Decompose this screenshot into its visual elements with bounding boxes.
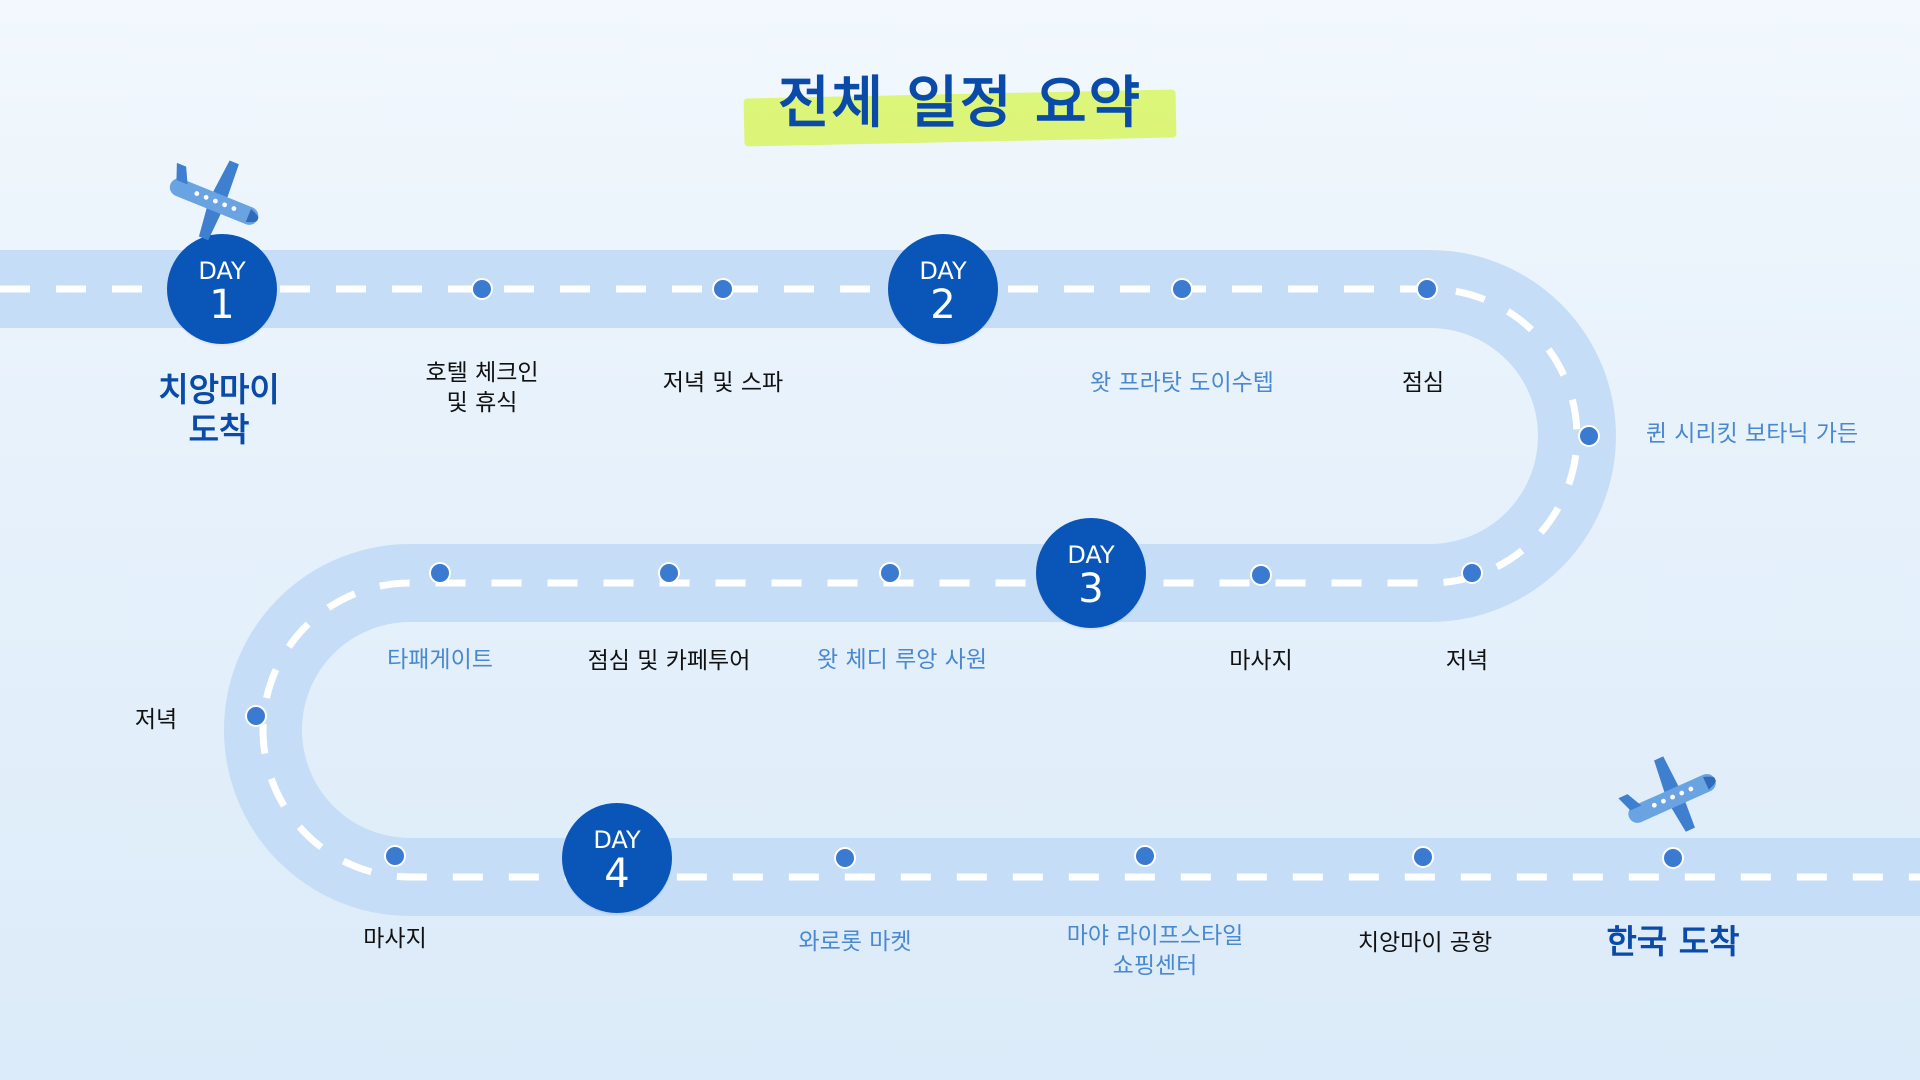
stop-dot <box>429 562 451 584</box>
stop-dot <box>1412 846 1434 868</box>
label-end: 한국 도착 <box>1606 922 1740 961</box>
day-1-badge: DAY 1 <box>167 234 277 344</box>
stop-dot <box>712 278 734 300</box>
stop-dot <box>834 847 856 869</box>
label-hotel: 호텔 체크인 및 휴식 <box>425 358 538 418</box>
stop-dot <box>658 562 680 584</box>
label-start-line2: 도착 <box>188 410 250 449</box>
road <box>0 250 1920 916</box>
day-badge-number: 2 <box>930 282 956 328</box>
stop-dot <box>1461 562 1483 584</box>
day-badge-number: 3 <box>1078 566 1104 612</box>
stop-dot <box>245 705 267 727</box>
label-hotel-line2: 및 휴식 <box>446 390 518 416</box>
stop-dots <box>245 278 1684 869</box>
label-massage-2: 마사지 <box>363 926 427 952</box>
label-tha-phae: 타패게이트 <box>387 647 493 673</box>
label-massage-1: 마사지 <box>1229 648 1293 674</box>
day-4-badge: DAY 4 <box>562 803 672 913</box>
label-queen-garden: 퀸 시리킷 보타닉 가든 <box>1645 421 1859 447</box>
stop-dot <box>879 562 901 584</box>
stop-dot <box>1578 425 1600 447</box>
label-maya: 마야 라이프스타일 쇼핑센터 <box>1067 921 1244 981</box>
stop-dot <box>471 278 493 300</box>
day-badge-number: 1 <box>209 282 235 328</box>
label-maya-line1: 마야 라이프스타일 <box>1066 923 1244 949</box>
day-badge-label: DAY <box>593 826 641 854</box>
label-dinner-2: 저녁 <box>134 707 178 733</box>
label-start: 치앙마이 도착 <box>158 370 279 450</box>
page-title: 전체 일정 요약 <box>777 71 1143 136</box>
stop-dot <box>384 845 406 867</box>
airplane-icon <box>1618 756 1716 832</box>
label-wat-phra-that: 왓 프라탓 도이수텝 <box>1090 370 1274 396</box>
label-dinner-spa: 저녁 및 스파 <box>662 370 784 396</box>
label-lunch-cafe: 점심 및 카페투어 <box>587 648 751 674</box>
airplane-icon <box>169 160 259 241</box>
day-2-badge: DAY 2 <box>888 234 998 344</box>
label-start-line1: 치앙마이 <box>158 370 280 409</box>
label-wat-chedi: 왓 체디 루앙 사원 <box>816 647 988 673</box>
label-airport: 치앙마이 공항 <box>1357 930 1493 956</box>
day-badge-label: DAY <box>1067 541 1115 569</box>
stop-dot <box>1416 278 1438 300</box>
stop-dot <box>1662 847 1684 869</box>
title-block: 전체 일정 요약 <box>740 48 1180 148</box>
stop-dot <box>1171 278 1193 300</box>
stop-dot <box>1134 845 1156 867</box>
label-lunch-1: 점심 <box>1401 370 1445 396</box>
day-3-badge: DAY 3 <box>1036 518 1146 628</box>
label-maya-line2: 쇼핑센터 <box>1112 953 1198 979</box>
day-badge-number: 4 <box>604 851 630 897</box>
road-center-dashes <box>0 285 1920 881</box>
label-dinner-1: 저녁 <box>1445 648 1489 674</box>
label-warorot: 와로롯 마켓 <box>798 929 912 955</box>
label-hotel-line1: 호텔 체크인 <box>425 360 539 386</box>
day-badge-label: DAY <box>198 257 246 285</box>
day-badge-label: DAY <box>919 257 967 285</box>
stop-dot <box>1250 564 1272 586</box>
